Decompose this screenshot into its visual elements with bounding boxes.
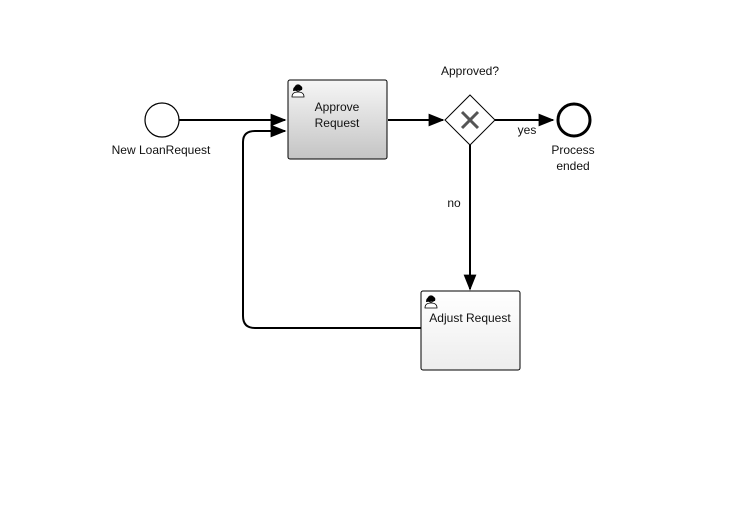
task-adjust-label: Adjust Request bbox=[429, 311, 511, 325]
user-icon bbox=[291, 84, 305, 98]
end-event-label-line1: Process bbox=[551, 143, 594, 157]
exclusive-gateway[interactable] bbox=[444, 94, 496, 146]
task-approve-label-line2: Request bbox=[315, 116, 360, 130]
start-event[interactable] bbox=[144, 102, 180, 138]
start-event-label: New LoanRequest bbox=[112, 143, 211, 157]
task-adjust-request[interactable]: Adjust Request bbox=[420, 290, 521, 371]
sequence-flows bbox=[179, 113, 555, 329]
end-event[interactable] bbox=[556, 102, 592, 138]
x-icon bbox=[460, 110, 480, 130]
flow-label-no: no bbox=[447, 196, 461, 210]
flow-label-yes: yes bbox=[518, 123, 537, 137]
user-icon bbox=[424, 295, 438, 309]
end-event-label-line2: ended bbox=[556, 159, 589, 173]
task-approve-request[interactable]: Approve Request bbox=[287, 79, 388, 160]
gateway-label: Approved? bbox=[441, 64, 499, 78]
task-approve-label-line1: Approve bbox=[315, 100, 360, 114]
flow-adjust-to-approve[interactable] bbox=[242, 124, 421, 329]
